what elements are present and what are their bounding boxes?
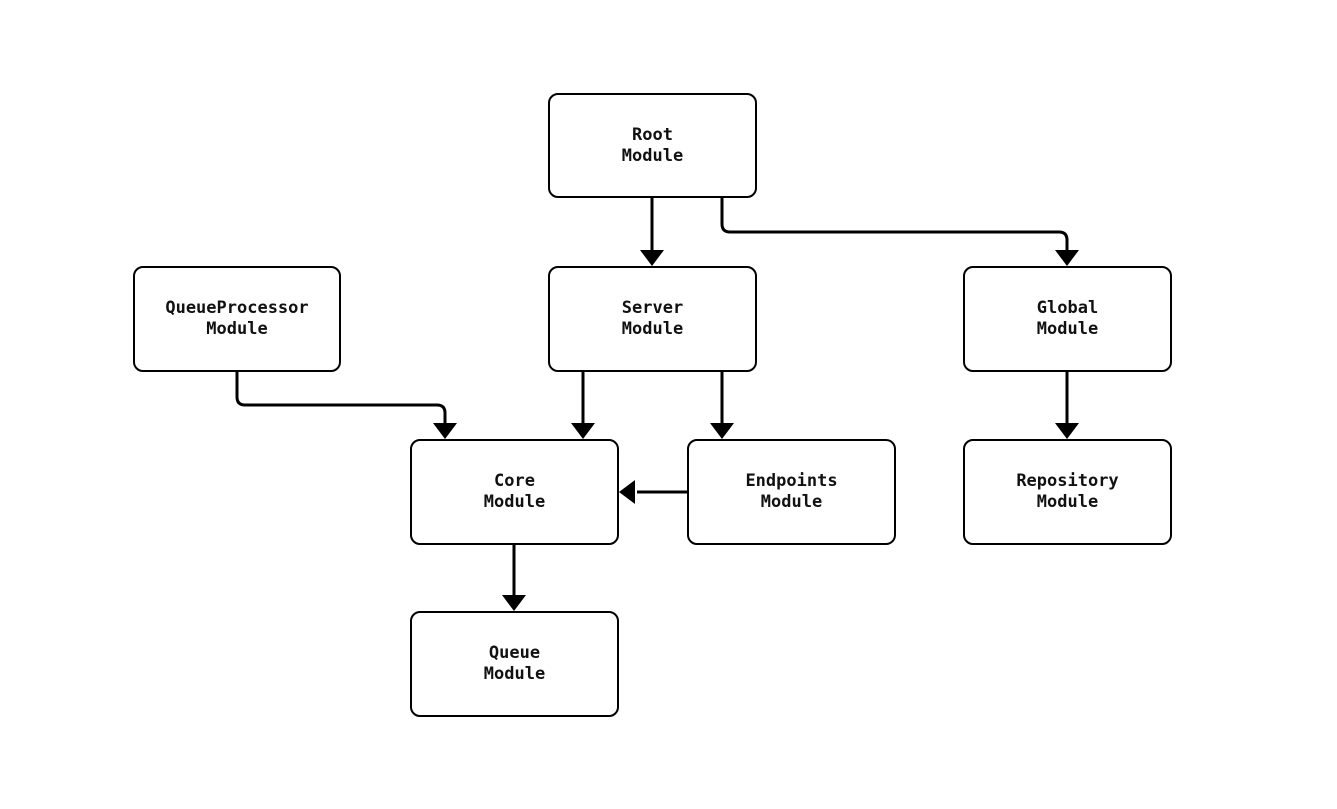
node-label-line: Module [206, 319, 268, 339]
node-label-line: Module [483, 492, 546, 512]
node-core-module: Core Module [410, 439, 619, 545]
edge-server-to-core [571, 372, 595, 439]
node-label-line: Server [621, 298, 684, 318]
node-server-module: Server Module [548, 266, 757, 372]
node-root-module: Root Module [548, 93, 757, 198]
node-label-line: Module [621, 319, 684, 339]
edge-global-to-repository [1055, 372, 1079, 439]
node-repository-module: Repository Module [963, 439, 1172, 545]
node-label-line: Module [1036, 492, 1099, 512]
node-endpoints-module: Endpoints Module [687, 439, 896, 545]
node-label-line: Repository [1016, 471, 1119, 491]
node-label-line: Module [1036, 319, 1099, 339]
node-label-line: QueueProcessor [165, 298, 309, 318]
node-global-module: Global Module [963, 266, 1172, 372]
node-label-line: Module [483, 664, 546, 684]
edge-root-to-server [640, 198, 664, 266]
node-label-line: Root [632, 124, 673, 145]
node-label-line: Global [1036, 298, 1099, 318]
node-label-line: Module [760, 492, 823, 512]
node-label-line: Core [494, 471, 535, 491]
edge-core-to-queue [502, 545, 526, 611]
node-label-line: Queue [488, 643, 541, 663]
node-queueprocessor-module: QueueProcessor Module [133, 266, 341, 372]
edge-queueprocessor-to-core [235, 372, 457, 439]
node-label-line: Endpoints [745, 471, 838, 491]
node-queue-module: Queue Module [410, 611, 619, 717]
node-label-line: Module [621, 145, 684, 166]
edge-server-to-endpoints [710, 372, 734, 439]
edge-root-to-global [720, 198, 1079, 266]
edge-endpoints-to-core [619, 480, 687, 504]
